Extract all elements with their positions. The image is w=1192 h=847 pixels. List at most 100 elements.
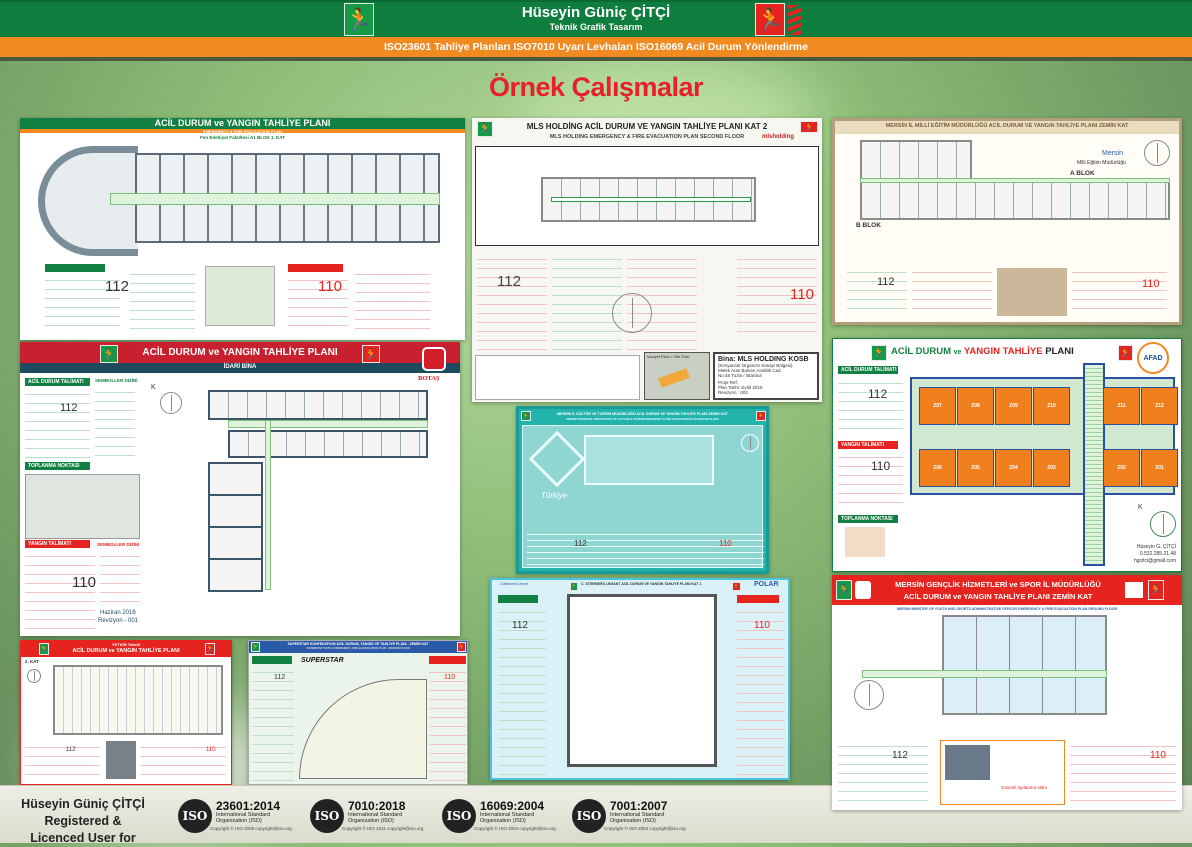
plan-superstar: 🏃 SUPERSTAR KONFEKSİYON ACİL DURUM, YANG… — [248, 640, 468, 785]
plan-polar: Gültekmeli Levent 🏃 C. STERMERS LEMANT A… — [490, 578, 790, 780]
info-line: Proje Ref: — [718, 380, 739, 385]
legend — [355, 268, 430, 330]
iso-org-line: Organization (ISO) — [348, 818, 394, 824]
logo-city: Mersin — [1102, 150, 1124, 157]
legend — [252, 666, 294, 781]
compass-icon — [741, 434, 759, 452]
brand-name: YETKİN Tekstil — [111, 642, 141, 647]
panel-subtitle: EMERGENCY & FIRE EVACUATION PLAN — [203, 129, 282, 134]
room: Z09 — [995, 387, 1032, 425]
compass-icon — [1150, 511, 1176, 537]
floor-plan-frame — [475, 146, 819, 246]
section-header — [252, 656, 292, 664]
title-part: ve — [953, 349, 962, 356]
author-subtitle: Teknik Grafik Tasarım — [549, 22, 643, 32]
room: Z11 — [1103, 387, 1140, 425]
floor-plan — [299, 679, 427, 779]
sport-logo — [1125, 582, 1143, 598]
iso-logo-icon: ISO — [572, 799, 606, 833]
room: Z02 — [1103, 449, 1140, 487]
section-header: ACİL DURUM TALİMATI — [25, 378, 90, 386]
panel-header — [21, 641, 231, 657]
plan-revision: Revizyon - 001 — [98, 618, 139, 624]
iso-code: 23601:2014 — [216, 799, 281, 813]
footer-name: Hüseyin Güniç ÇİTÇİ — [21, 797, 145, 811]
floor-plan — [228, 430, 428, 458]
info-revision: Revizyon : 003 — [718, 390, 748, 395]
legend — [100, 550, 140, 605]
site-info-box: Güvenli toplanma alanı — [940, 740, 1065, 805]
plan-fen-edebiyat: ACİL DURUM ve YANGIN TAHLİYE PLANI EMERG… — [20, 118, 465, 340]
iso-code: 7010:2018 — [348, 799, 406, 813]
iso-copyright: Copyright © ISO 2011 copyright@iso.org — [342, 826, 424, 831]
floor-plan — [584, 435, 714, 485]
iso-logo-icon: ISO — [442, 799, 476, 833]
info-line: (Kimyacılar Organize Sanayi Bölgesi) — [718, 363, 793, 368]
legend-header — [45, 264, 105, 272]
iso-code: 7001:2007 — [610, 799, 668, 813]
fire-exit-icon: 🏃 — [205, 643, 215, 655]
iso-code: 16069:2004 — [480, 799, 545, 813]
fire-number-110: 110 — [444, 674, 456, 681]
fire-number-110: 110 — [754, 620, 770, 631]
section-header — [737, 595, 779, 603]
plan-mersin-kultur: 🏃 MERSİN İL KÜLTÜR VE TURİZM MÜDÜRLÜĞÜ A… — [516, 406, 769, 574]
room: Z01 — [1141, 449, 1178, 487]
section-header: SEMBOLLER DİZİNİ — [95, 378, 138, 383]
site-map — [205, 266, 275, 326]
compass-icon — [160, 392, 182, 414]
project-info: Bina: MLS HOLDING KOSB (Kimyacılar Organ… — [713, 352, 819, 400]
contact-name: Hüseyin G. ÇİTÇİ — [1136, 544, 1176, 550]
footer-author: Hüseyin Güniç ÇİTÇİ Registered & Licence… — [18, 796, 148, 847]
panel-title: ACİL DURUM ve YANGIN TAHLİYE PLANI — [154, 118, 331, 128]
exit-icon: 🏃 — [251, 642, 260, 652]
floor-plan — [53, 665, 223, 735]
room: Z05 — [957, 449, 994, 487]
iso-logo-icon: ISO — [178, 799, 212, 833]
floor-plan — [208, 390, 428, 420]
iso-copyright: Copyright © ISO 2009 copyright@iso.org — [210, 826, 292, 831]
plan-mls-holding: 🏃 MLS HOLDİNG ACİL DURUM VE YANGIN TAHLİ… — [472, 118, 822, 402]
section-header — [429, 656, 466, 664]
legend — [429, 666, 466, 781]
plan-mersin-meb: MERSİN İL MİLLİ EĞİTİM MÜDÜRLÜĞÜ ACİL DU… — [832, 118, 1182, 325]
section-header: TOPLANMA NOKTASI — [25, 462, 90, 470]
panel-title: ACİL DURUM ve YANGIN TAHLİYE PLANI — [142, 347, 338, 358]
plan-yetkin: 🏃 YETKİN Tekstil ACİL DURUM ve YANGIN TA… — [20, 640, 232, 785]
site-plan-label: Vaziyet Planı / Site Plan — [647, 354, 690, 359]
site-photo — [945, 745, 990, 780]
fire-exit-icon: 🏃 — [1148, 580, 1164, 600]
legend — [25, 741, 100, 783]
assembly-map — [25, 474, 140, 539]
section-header: TOPLANMA NOKTASI — [838, 515, 898, 523]
plan-date: Haziran 2016 — [100, 610, 136, 616]
fire-exit-icon: 🏃 — [1118, 345, 1133, 361]
panel-header-stripe — [20, 129, 465, 133]
emergency-number-112: 112 — [512, 620, 528, 631]
legend — [552, 253, 622, 353]
emergency-number-112: 112 — [274, 674, 286, 681]
panel-subheader — [20, 363, 460, 373]
fire-exit-icon: 🏃 — [800, 121, 818, 133]
evacuation-corridor — [228, 420, 428, 428]
panel-header — [249, 641, 467, 653]
panel-header — [20, 342, 460, 363]
room: Z10 — [1033, 387, 1070, 425]
emergency-number-112: 112 — [60, 402, 78, 414]
evacuation-corridor — [265, 420, 271, 590]
brand-logo: Gültekmeli Levent — [500, 582, 529, 586]
panel-header — [20, 118, 465, 129]
fire-number-110: 110 — [206, 747, 216, 753]
legend — [288, 274, 348, 332]
iso-org-line: Organization (ISO) — [216, 818, 262, 824]
botas-logo — [422, 347, 446, 371]
room: Z07 — [919, 387, 956, 425]
iso-org-line: International Standard — [348, 812, 403, 818]
fire-number-110: 110 — [72, 574, 96, 591]
fire-number-110: 110 — [1150, 750, 1166, 761]
iso-logo-icon: ISO — [310, 799, 344, 833]
section-header: YANGIN TALİMATI — [25, 540, 90, 548]
contact-email: hgcitci@gmail.com — [1133, 558, 1176, 564]
